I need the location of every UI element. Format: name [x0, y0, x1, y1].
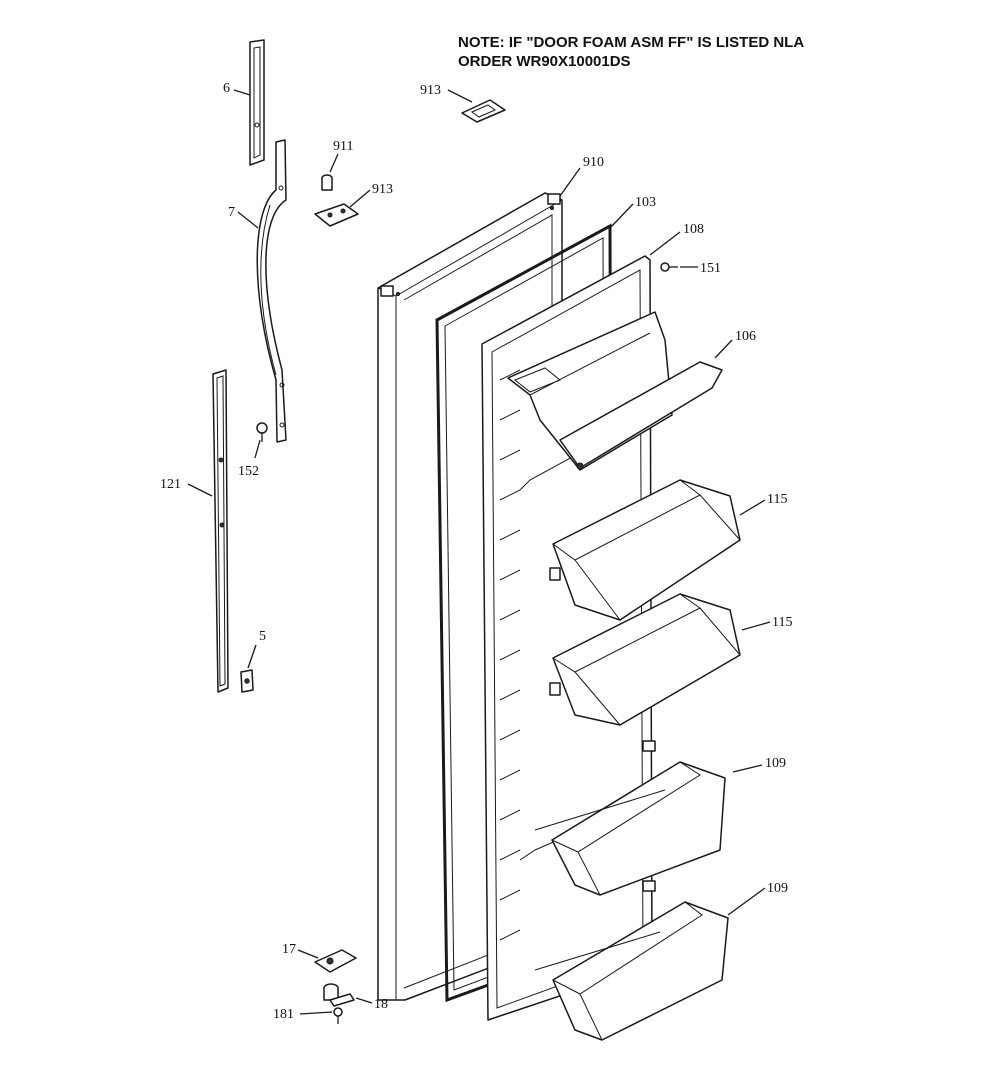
part-115-door-bin-lower — [549, 593, 741, 726]
part-7-door-handle — [256, 139, 287, 443]
note-line-2: ORDER WR90X10001DS — [458, 53, 631, 70]
callout-109-lower: 109 — [767, 881, 788, 896]
part-181-screw — [333, 1007, 343, 1024]
callout-115-upper: 115 — [767, 492, 787, 507]
callout-labels: 6 7 121 5 152 911 913 913 910 103 108 15… — [160, 81, 792, 1022]
part-913-plate-top — [461, 99, 506, 123]
callout-5: 5 — [259, 629, 266, 644]
part-106-top-shelf — [507, 311, 723, 471]
callout-108: 108 — [683, 222, 704, 237]
callout-115-lower: 115 — [772, 615, 792, 630]
callout-181: 181 — [273, 1007, 294, 1022]
callout-910: 910 — [583, 155, 604, 170]
callout-103: 103 — [635, 195, 656, 210]
callout-7: 7 — [228, 205, 235, 220]
part-109-door-shelf-lower — [534, 901, 729, 1041]
callout-911: 911 — [333, 139, 353, 154]
callout-152: 152 — [238, 464, 259, 479]
callout-106: 106 — [735, 329, 756, 344]
callout-17: 17 — [282, 942, 296, 957]
part-18-hinge-pin — [323, 983, 355, 1007]
callout-913-left: 913 — [372, 182, 393, 197]
part-115-door-bin-upper — [549, 479, 741, 621]
part-5-clip — [240, 669, 254, 693]
callout-151: 151 — [700, 261, 721, 276]
callout-109-upper: 109 — [765, 756, 786, 771]
callout-913-top: 913 — [420, 83, 441, 98]
leader-lines — [187, 89, 771, 1015]
callout-121: 121 — [160, 477, 181, 492]
part-152-screw — [256, 422, 268, 442]
callout-18: 18 — [374, 997, 388, 1012]
part-17-bottom-hinge — [314, 949, 357, 973]
part-121-handle-trim — [212, 369, 229, 693]
part-6-handle-cap — [249, 39, 265, 166]
part-911-plug — [321, 174, 333, 191]
note-line-1: NOTE: IF "DOOR FOAM ASM FF" IS LISTED NL… — [458, 34, 805, 51]
part-109-door-shelf-upper — [534, 761, 726, 896]
part-913-plate-left — [314, 203, 359, 227]
callout-6: 6 — [223, 81, 230, 96]
part-151-screw — [660, 262, 678, 272]
